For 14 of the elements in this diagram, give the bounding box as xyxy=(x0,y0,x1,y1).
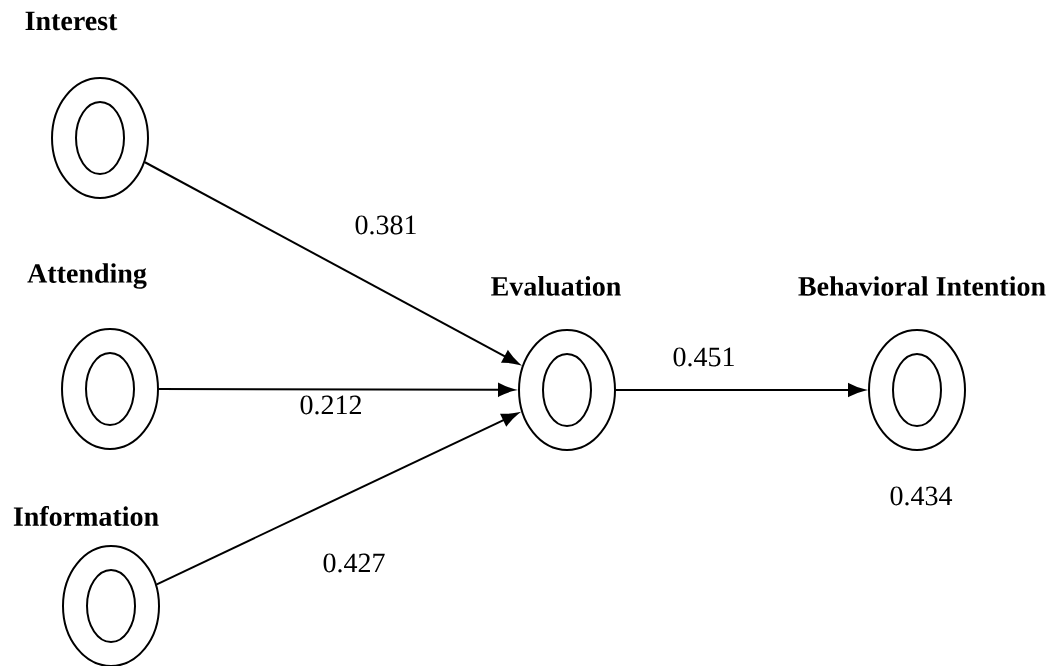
edge-label: 0.451 xyxy=(673,347,734,367)
value-label: 0.434 xyxy=(890,486,953,506)
node-heading: Attending xyxy=(27,263,147,289)
node-heading: Behavioral Intention xyxy=(798,276,1046,296)
arrow xyxy=(143,161,520,365)
arrow xyxy=(158,383,515,397)
arrow xyxy=(155,412,519,586)
node-heading: Information xyxy=(13,506,159,526)
node-heading: Interest xyxy=(25,11,118,31)
arrow xyxy=(615,383,865,397)
node-heading: Evaluation xyxy=(491,276,621,296)
edge-label: 0.212 xyxy=(300,395,361,415)
edge-label: 0.381 xyxy=(355,215,416,235)
edge-label: 0.427 xyxy=(323,553,385,573)
